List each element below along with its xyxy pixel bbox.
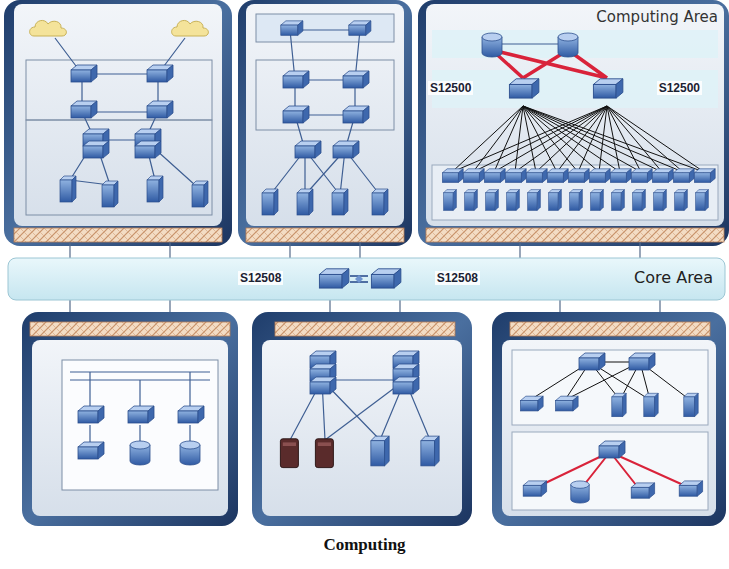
switch-node: S12508 — [368, 262, 480, 296]
switch-node: S12500 — [590, 72, 702, 106]
switch-icon — [316, 262, 350, 296]
switch-node: S12500 — [428, 72, 540, 106]
area-label: Computing Area — [596, 8, 718, 26]
switch-icon — [506, 72, 540, 106]
switch-node: S12508 — [238, 262, 350, 296]
core-band: Core Area S12508 S12508 — [8, 258, 725, 300]
figure-caption: Computing — [0, 535, 729, 555]
area-panel: Computing AreaS12500S12500 — [426, 4, 724, 28]
link-line — [350, 275, 368, 283]
switch-label: S12508 — [435, 271, 480, 285]
area-label: Core Area — [634, 268, 713, 287]
switch-label: S12500 — [428, 81, 473, 95]
switch-icon — [368, 262, 402, 296]
switch-icon — [590, 72, 624, 106]
switch-label: S12500 — [657, 81, 702, 95]
switch-label: S12508 — [238, 271, 283, 285]
